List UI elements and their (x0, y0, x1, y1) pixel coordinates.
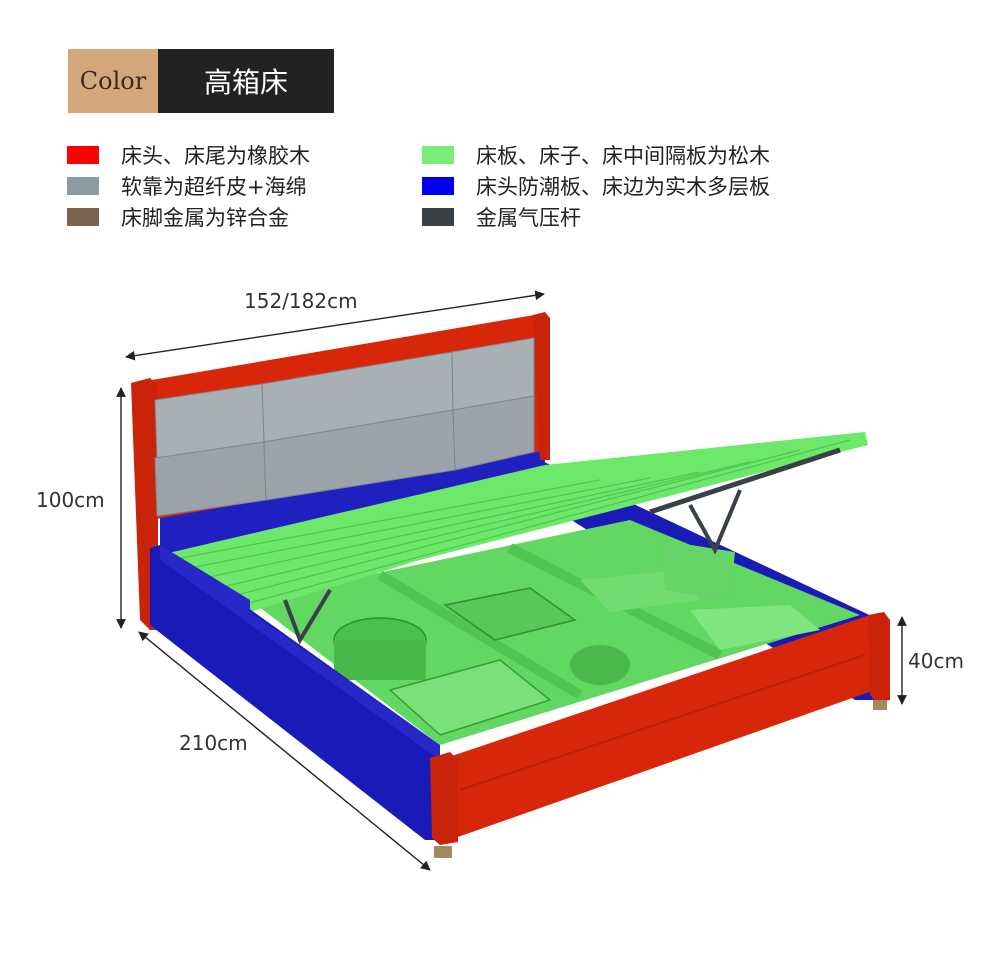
bed-board (160, 432, 868, 612)
legend-item-metal-feet: 床脚金属为锌合金 (67, 204, 289, 230)
headboard-moisture-board (160, 445, 545, 560)
box-height-dimension: 40cm (908, 649, 964, 673)
shopping-bag (660, 540, 735, 600)
metal-foot-icon (873, 700, 887, 710)
legend-label: 床头防潮板、床边为实木多层板 (476, 175, 770, 199)
legend-label: 床头、床尾为橡胶木 (121, 144, 310, 168)
length-dimension-line (138, 631, 431, 871)
swatch-dark (422, 208, 454, 226)
round-box-body (334, 640, 426, 680)
basket (388, 659, 552, 736)
legend-label: 金属气压杆 (476, 206, 581, 230)
headboard-right-post (533, 312, 550, 460)
leather-panel (452, 395, 535, 471)
legend-item-gas-rod: 金属气压杆 (422, 204, 581, 230)
footboard-left-post (430, 752, 458, 845)
product-tag: Color 高箱床 (68, 49, 334, 113)
storage-crate (443, 587, 577, 641)
legend-item-rubberwood: 床头、床尾为橡胶木 (67, 142, 310, 168)
gas-rod-bracket (649, 447, 841, 515)
pillow (690, 605, 820, 650)
legend-item-plywood: 床头防潮板、床边为实木多层板 (422, 173, 770, 199)
footboard (440, 615, 875, 838)
tag-product-name: 高箱床 (158, 49, 334, 113)
length-dimension: 210cm (179, 731, 248, 755)
swatch-brown (67, 208, 99, 226)
material-legend: 床头、床尾为橡胶木 软靠为超纤皮+海绵 床脚金属为锌合金 床板、床子、床中间隔板… (67, 142, 867, 242)
width-dimension: 152/182cm (244, 289, 358, 313)
handbag (570, 645, 630, 685)
legend-label: 床板、床子、床中间隔板为松木 (476, 144, 770, 168)
swatch-gray (67, 177, 99, 195)
legend-item-leather: 软靠为超纤皮+海绵 (67, 173, 307, 199)
footboard-groove (459, 654, 866, 791)
center-divider (377, 570, 583, 700)
tag-color-label: Color (68, 49, 158, 113)
footboard-right-post (868, 612, 890, 702)
width-dimension-line (125, 290, 545, 361)
left-rail-top (160, 545, 440, 760)
metal-foot-icon (434, 846, 452, 858)
swatch-red (67, 146, 99, 164)
swatch-green (422, 146, 454, 164)
height-dimension: 100cm (36, 488, 105, 512)
legend-item-pine: 床板、床子、床中间隔板为松木 (422, 142, 770, 168)
legend-label: 床脚金属为锌合金 (121, 206, 289, 230)
bed-slats (169, 439, 851, 607)
gas-rod-icon (283, 489, 742, 645)
swatch-blue (422, 177, 454, 195)
left-side-rail (150, 545, 440, 840)
legend-label: 软靠为超纤皮+海绵 (121, 175, 307, 199)
